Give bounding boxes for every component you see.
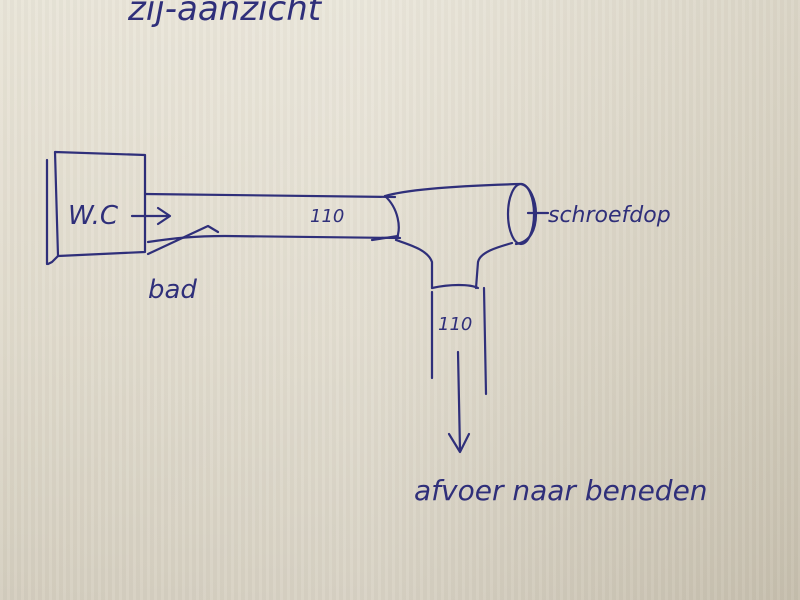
tee-top [383,182,522,198]
drain-arrow-shaft [456,350,462,452]
drain-direction-label: afvoer naar beneden [414,474,708,507]
vertical-pipe-right [482,286,488,396]
wc-wall-base [46,254,60,266]
drain-arrow-head [447,432,471,454]
bath-inlet-pipe [146,224,220,256]
wc-label: W.C [68,201,119,231]
horizontal-pipe-end-tick [370,234,400,242]
page-title: zij-aanzicht [127,0,323,29]
screw-cap-label: schroefdop [548,203,671,228]
horizontal-pipe-size-label: 110 [310,206,344,227]
wc-box [53,150,147,258]
horizontal-pipe-top [143,192,397,199]
wc-outlet-arrow [130,206,172,226]
tee-right-body [474,241,514,290]
bath-label: bad [148,275,197,305]
tee-left-body [383,194,434,290]
tee-bottom-socket [430,283,480,290]
vertical-pipe-size-label: 110 [438,314,472,335]
horizontal-pipe-bottom [146,234,402,244]
